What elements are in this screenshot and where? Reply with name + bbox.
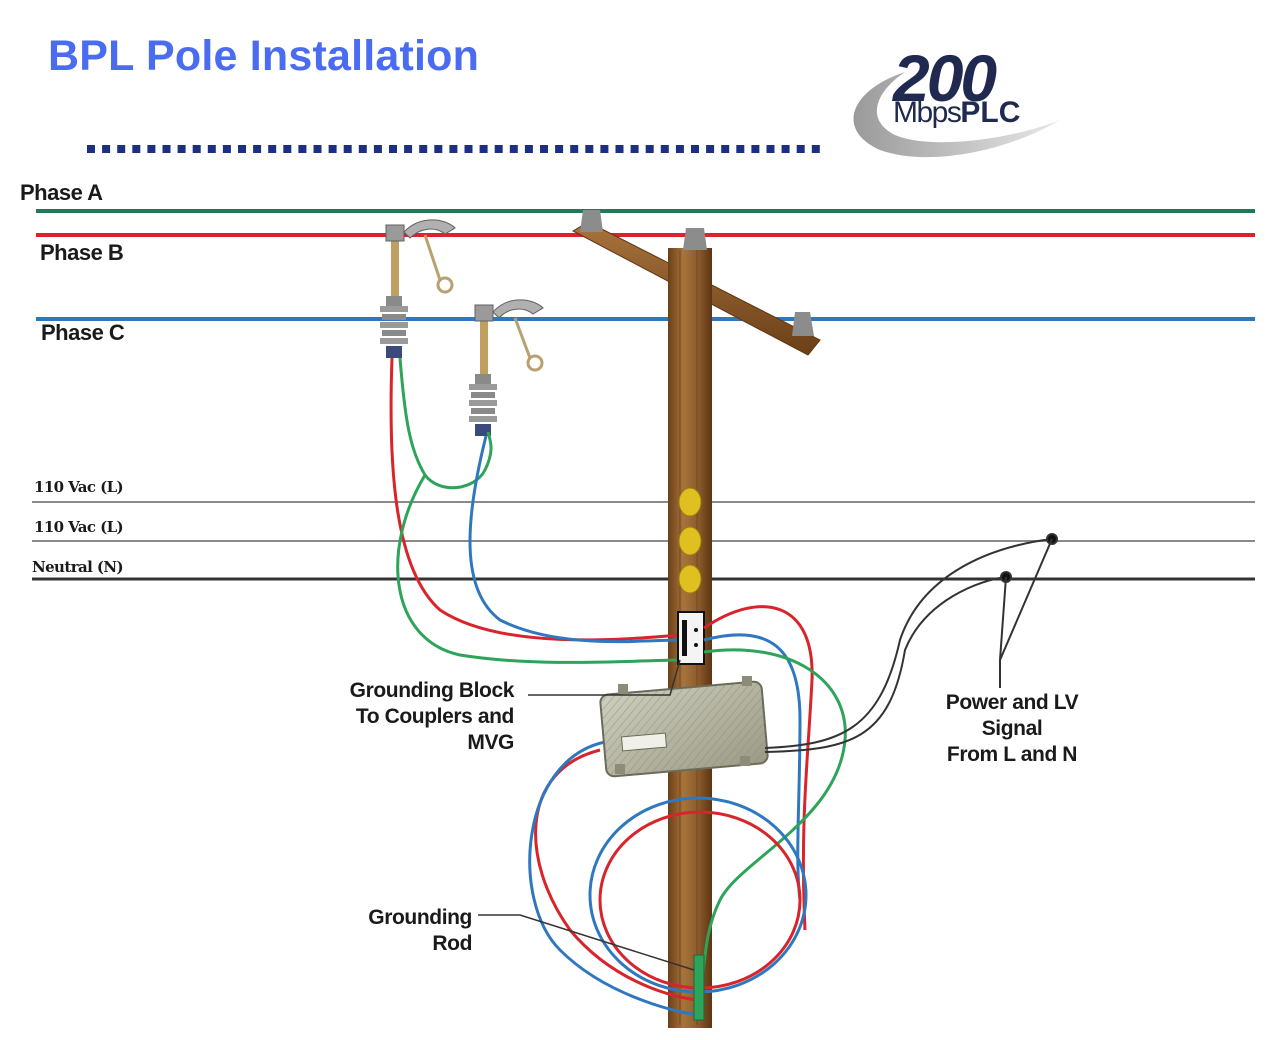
grounding-rod-callout: Grounding Rod	[330, 905, 472, 957]
logo-number: 200	[893, 41, 997, 115]
power-signal-line-1: Power and LV	[945, 691, 1079, 714]
logo-unit-text: MbpsPLC	[893, 96, 1020, 130]
grounding-block	[677, 611, 705, 665]
phase-c-label: Phase C	[41, 320, 125, 345]
logo-unit: Mbps	[893, 96, 962, 129]
grounding-block-line-1: Grounding Block	[349, 679, 515, 702]
lv-signal-wires	[764, 533, 1058, 753]
low-voltage-label-1: 110 Vac (L)	[34, 478, 124, 496]
neutral-label: Neutral (N)	[32, 558, 124, 576]
power-signal-line-2: Signal	[981, 717, 1043, 740]
phase-a-label: Phase A	[20, 180, 103, 205]
coupler-phase-b	[380, 219, 456, 358]
page-title: BPL Pole Installation	[48, 32, 480, 80]
grounding-rod-line-2: Rod	[432, 932, 472, 955]
ground-wires	[528, 605, 847, 1017]
grounding-block-line-3: MVG	[467, 731, 514, 754]
logo-product: PLC	[960, 96, 1021, 129]
power-signal-line-3: From L and N	[946, 743, 1078, 766]
coupler-wires	[389, 357, 683, 664]
mvg-box	[599, 676, 769, 778]
callout-leaders	[478, 659, 695, 971]
low-voltage-label-2: 110 Vac (L)	[34, 518, 124, 536]
dotted-separator	[87, 145, 820, 153]
spool-insulators	[678, 487, 702, 594]
power-signal-callout: Power and LV Signal From L and N	[920, 690, 1104, 768]
coupler-phase-c	[469, 299, 544, 436]
grounding-rod	[693, 954, 705, 1021]
grounding-block-line-2: To Couplers and	[355, 705, 515, 728]
logo-swoosh	[853, 72, 1060, 158]
grounding-rod-line-1: Grounding	[368, 906, 472, 929]
phase-b-label: Phase B	[40, 240, 124, 265]
grounding-block-callout: Grounding Block To Couplers and MVG	[312, 678, 515, 756]
